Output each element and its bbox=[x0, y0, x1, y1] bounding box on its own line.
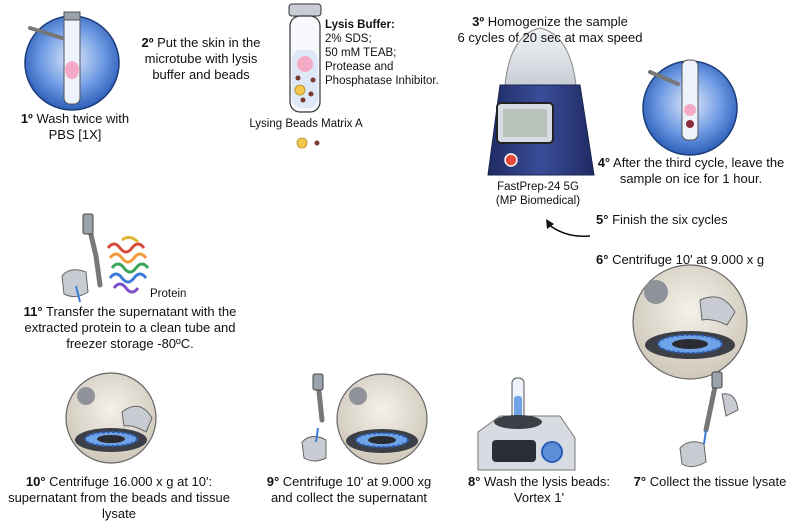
step-3-label: 3º Homogenize the sample 6 cycles of 20 … bbox=[430, 14, 670, 46]
step-11-text-2: extracted protein to a clean tube and bbox=[24, 320, 236, 335]
step-1-number: 1º bbox=[20, 111, 33, 126]
step-1-text-2: PBS [1X] bbox=[48, 127, 102, 142]
step-2-text: Put the skin in the bbox=[157, 35, 261, 50]
lysis-buffer-line-2: 50 mM TEAB; bbox=[325, 47, 397, 59]
step-2-text-2: microtube with lysis bbox=[144, 51, 258, 66]
step-9-number: 9° bbox=[266, 474, 280, 489]
step-11-text-3: freezer storage -80ºC. bbox=[66, 336, 194, 351]
step-6-text: Centrifuge 10' at 9.000 x g bbox=[612, 252, 765, 267]
step-3-text: Homogenize the sample bbox=[487, 14, 628, 29]
step-8-label: 8° Wash the lysis beads: Vortex 1' bbox=[456, 474, 622, 506]
step-8-number: 8° bbox=[467, 474, 481, 489]
device-maker: (MP Biomedical) bbox=[495, 195, 581, 207]
step-10-text-3: lysate bbox=[102, 506, 136, 521]
step-6-number: 6° bbox=[596, 252, 609, 267]
protein-pipette-illustration bbox=[61, 213, 150, 303]
step-3-number: 3º bbox=[472, 14, 485, 29]
step-8-text-2: Vortex 1' bbox=[513, 490, 565, 505]
lysis-buffer-line-1: 2% SDS; bbox=[325, 33, 372, 45]
step-4-text-2: sample on ice for 1 hour. bbox=[619, 171, 763, 186]
step-10-label: 10° Centrifuge 16.000 x g at 10': supern… bbox=[0, 474, 238, 522]
step-10-number: 10° bbox=[25, 474, 46, 489]
step-9-text-2: and collect the supernatant bbox=[270, 490, 428, 505]
step-11-number: 11° bbox=[23, 304, 43, 319]
wash-tube-illustration bbox=[24, 11, 120, 111]
device-name: FastPrep-24 5G bbox=[497, 181, 579, 193]
step-1-text: Wash twice with bbox=[36, 111, 130, 126]
centrifuge-6-illustration bbox=[632, 264, 748, 380]
step-7-text: Collect the tissue lysate bbox=[649, 474, 787, 489]
bead-swatches bbox=[296, 137, 320, 149]
lysis-buffer-box: Lysis Buffer: 2% SDS; 50 mM TEAB; Protea… bbox=[325, 18, 439, 88]
fastprep-device bbox=[487, 27, 595, 176]
beads-label: Lysing Beads Matrix A bbox=[249, 118, 363, 130]
step-4-number: 4° bbox=[597, 155, 611, 170]
lysis-tube-illustration bbox=[288, 3, 322, 113]
step-1-label: 1º Wash twice with PBS [1X] bbox=[20, 111, 130, 143]
step-7-number: 7° bbox=[633, 474, 647, 489]
centrifuge-9-illustration bbox=[301, 373, 428, 465]
step-10-text-2: supernatant from the beads and tissue bbox=[8, 490, 230, 505]
curved-arrow-icon bbox=[547, 223, 591, 237]
vortex-mixer bbox=[477, 377, 576, 471]
step-11-text: Transfer the supernatant with the bbox=[46, 304, 237, 319]
step-3-text-2: 6 cycles of 20 sec at max speed bbox=[457, 30, 643, 45]
pipette-7-illustration bbox=[679, 371, 739, 468]
step-4-text: After the third cycle, leave the bbox=[613, 155, 785, 170]
lysis-buffer-line-3: Protease and bbox=[325, 61, 394, 73]
step-10-text: Centrifuge 16.000 x g at 10': bbox=[49, 474, 213, 489]
step-5-label: 5° Finish the six cycles bbox=[596, 212, 728, 228]
step-2-number: 2º bbox=[141, 35, 154, 50]
step-11-label: 11° Transfer the supernatant with the ex… bbox=[6, 304, 254, 352]
lysis-buffer-title: Lysis Buffer: bbox=[325, 19, 395, 31]
step-5-number: 5° bbox=[596, 212, 609, 227]
protein-label: Protein bbox=[150, 288, 187, 300]
step-8-text: Wash the lysis beads: bbox=[484, 474, 611, 489]
step-2-label: 2º Put the skin in the microtube with ly… bbox=[132, 35, 270, 83]
lysis-buffer-line-4: Phosphatase Inhibitor. bbox=[325, 75, 439, 87]
step-7-label: 7° Collect the tissue lysate bbox=[626, 474, 794, 490]
step-2-text-3: buffer and beads bbox=[152, 67, 250, 82]
ice-tube-illustration bbox=[642, 59, 738, 156]
step-9-label: 9° Centrifuge 10' at 9.000 xg and collec… bbox=[254, 474, 444, 506]
step-9-text: Centrifuge 10' at 9.000 xg bbox=[282, 474, 432, 489]
centrifuge-10-illustration bbox=[65, 372, 157, 464]
step-4-label: 4° After the third cycle, leave the samp… bbox=[588, 155, 794, 187]
step-6-label: 6° Centrifuge 10' at 9.000 x g bbox=[596, 252, 764, 268]
device-label: FastPrep-24 5G (MP Biomedical) bbox=[478, 180, 598, 208]
step-5-text: Finish the six cycles bbox=[612, 212, 728, 227]
arrow-head-icon bbox=[546, 219, 554, 229]
